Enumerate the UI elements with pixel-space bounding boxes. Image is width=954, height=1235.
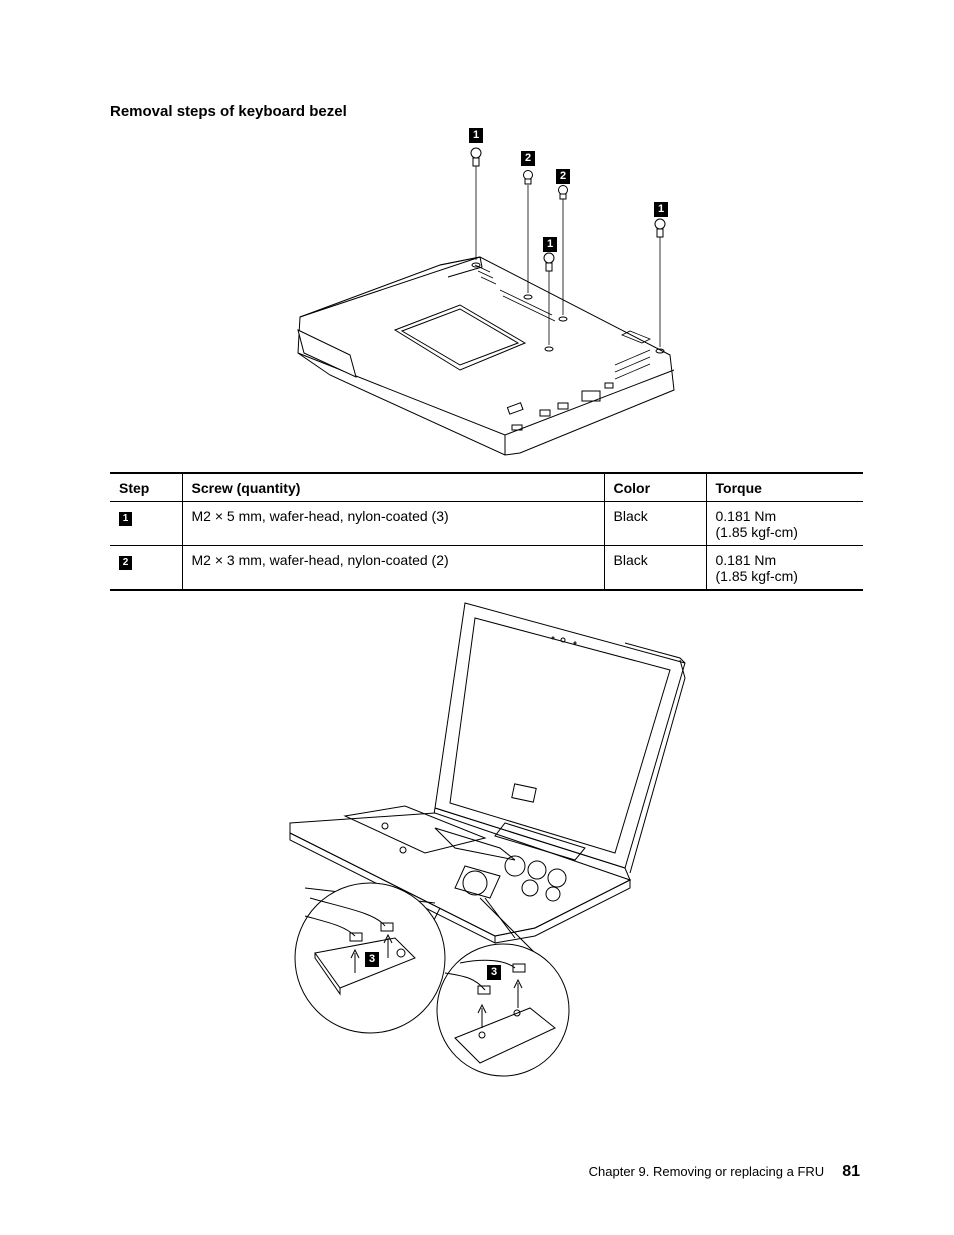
step-badge: 1	[119, 512, 132, 526]
callout-step-1-c: 1	[543, 237, 557, 252]
color-cell: Black	[603, 501, 706, 546]
column-header-color: Color	[603, 473, 706, 502]
column-header-step: Step	[119, 480, 150, 496]
step-badge: 2	[119, 556, 132, 570]
page-number: 81	[842, 1163, 860, 1180]
callout-step-1-b: 1	[654, 202, 668, 217]
torque-cell: 0.181 Nm (1.85 kgf-cm)	[705, 545, 863, 590]
torque-cell: 0.181 Nm (1.85 kgf-cm)	[705, 501, 863, 546]
callout-step-3-a: 3	[365, 952, 379, 967]
laptop-bottom-illustration	[290, 125, 690, 460]
page-footer: Chapter 9. Removing or replacing a FRU 8…	[589, 1163, 860, 1181]
table-row: 1 M2 × 5 mm, wafer-head, nylon-coated (3…	[110, 501, 863, 546]
screw-specification-table: Step Screw (quantity) Color Torque 1 M2 …	[110, 472, 863, 591]
laptop-open-illustration	[285, 598, 705, 1083]
column-header-screw: Screw (quantity)	[181, 473, 604, 502]
column-header-torque: Torque	[705, 473, 863, 502]
screw-cell: M2 × 3 mm, wafer-head, nylon-coated (2)	[181, 545, 604, 590]
torque-nm: 0.181 Nm	[715, 508, 777, 524]
callout-step-2-b: 2	[556, 169, 570, 184]
callout-step-3-b: 3	[487, 965, 501, 980]
chapter-title: Chapter 9. Removing or replacing a FRU	[588, 1164, 825, 1179]
section-heading: Removal steps of keyboard bezel	[110, 103, 347, 120]
color-cell: Black	[603, 545, 706, 590]
torque-kgf: (1.85 kgf-cm)	[715, 568, 798, 584]
table-header-row: Step Screw (quantity) Color Torque	[110, 473, 863, 502]
screw-cell: M2 × 5 mm, wafer-head, nylon-coated (3)	[181, 501, 604, 546]
torque-kgf: (1.85 kgf-cm)	[715, 524, 798, 540]
callout-step-2-a: 2	[521, 151, 535, 166]
torque-nm: 0.181 Nm	[715, 552, 777, 568]
callout-step-1-a: 1	[469, 128, 483, 143]
table-row: 2 M2 × 3 mm, wafer-head, nylon-coated (2…	[110, 545, 863, 590]
